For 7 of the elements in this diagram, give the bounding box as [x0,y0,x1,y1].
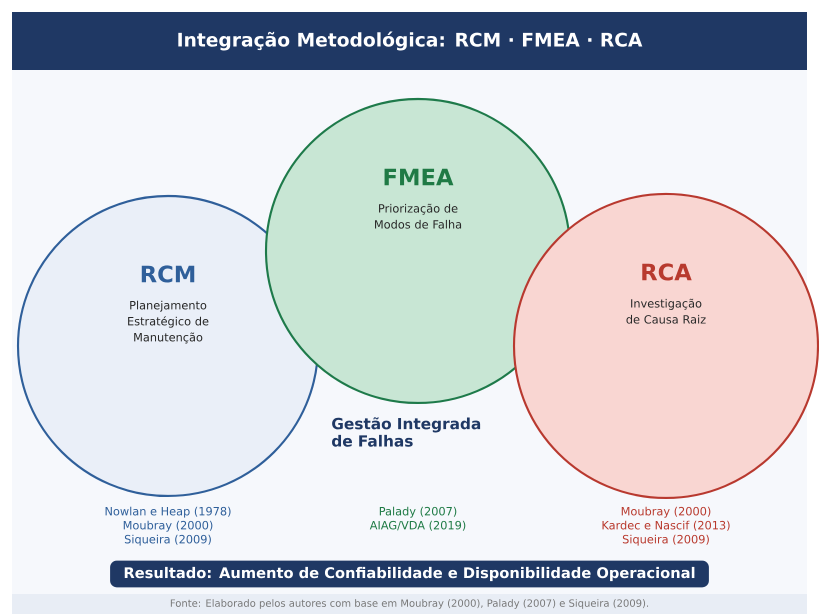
overlap-label: Gestão Integrada de Falhas [332,417,480,447]
reference-list: Moubray (2000) Kardec e Nascif (2013) Siqueira (2009) [602,506,730,546]
reference-list: Nowlan e Heap (1978) Moubray (2000) Siqueira (2009) [106,506,231,546]
reference-list: Palady (2007) AIAG/VDA (2019) [370,506,466,531]
source-note: Fonte: Elaborado pelos autores com base em Moubray (2000), Palady (2007) e Siqueira (2009). [12,594,807,614]
title-bar: Integração Metodológica: RCM · FMEA · RCA [12,12,807,70]
result-banner: Resultado: Aumento de Confiabilidade e Disponibilidade Operacional [110,560,709,588]
